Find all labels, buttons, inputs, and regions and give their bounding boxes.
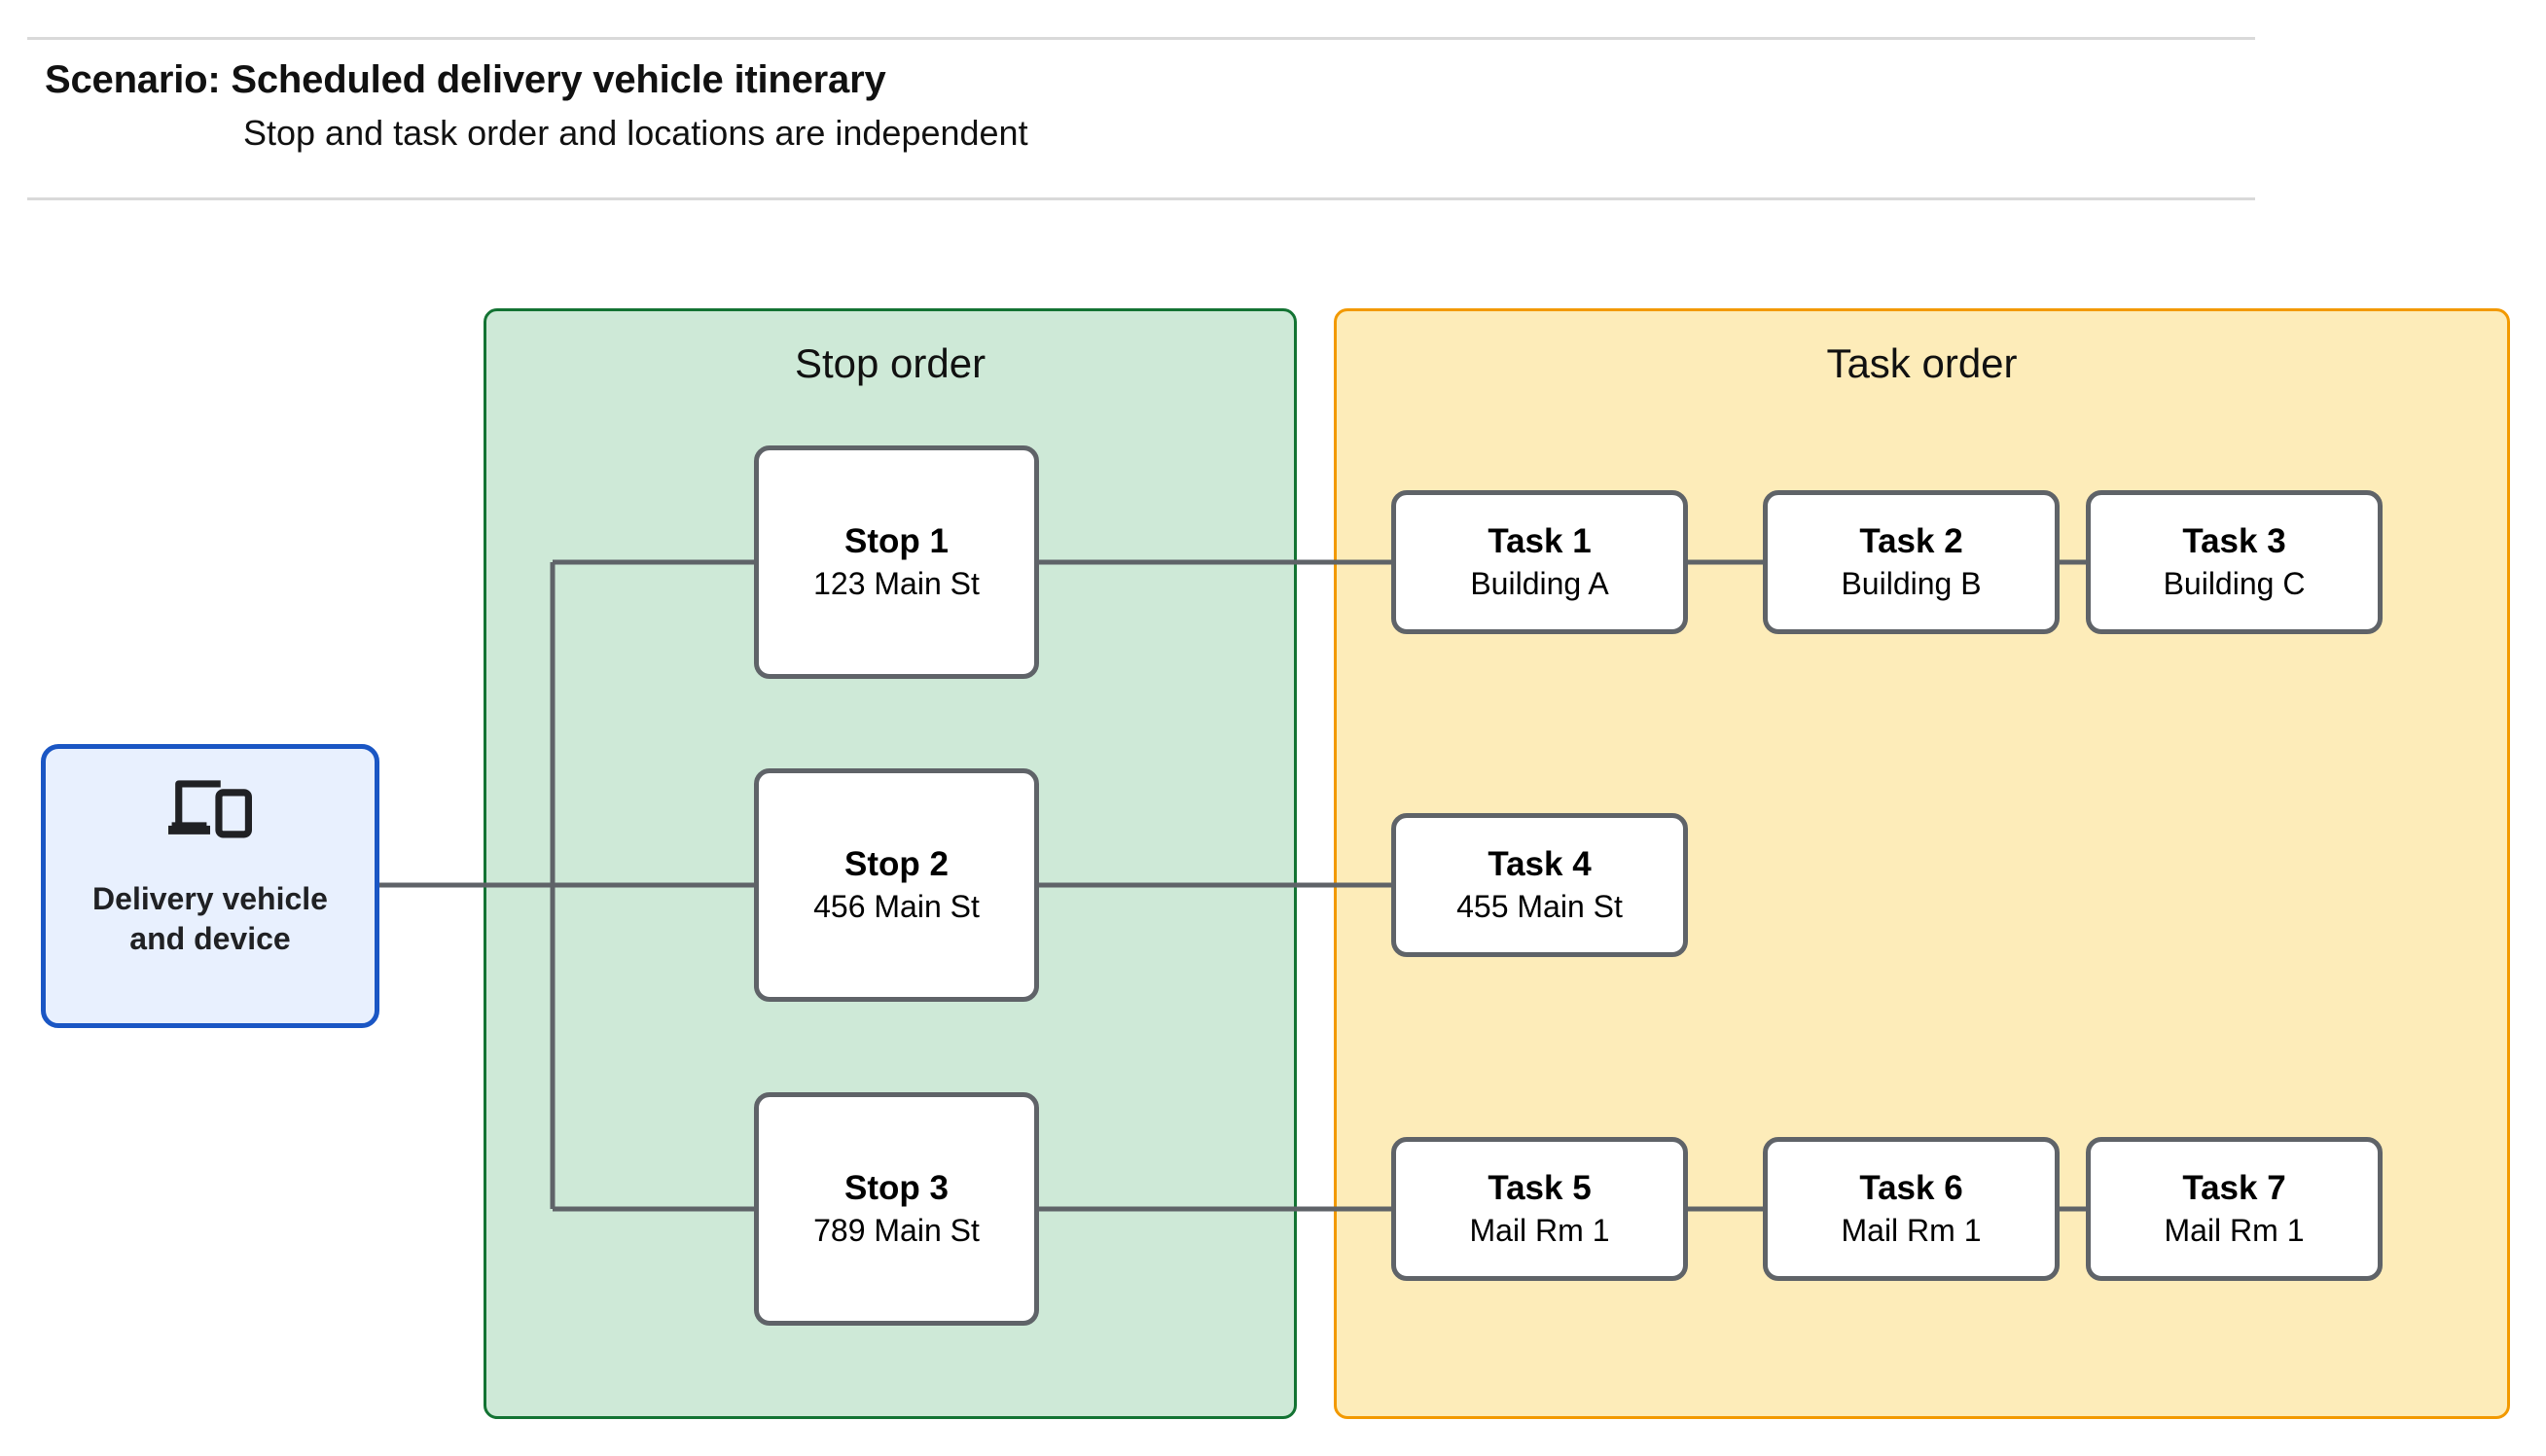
task-node-5[interactable]: Task 5 Mail Rm 1 xyxy=(1391,1137,1688,1281)
page-title: Scenario: Scheduled delivery vehicle iti… xyxy=(45,58,886,101)
stop-node-1-address: 123 Main St xyxy=(813,565,980,601)
stop-node-1-title: Stop 1 xyxy=(844,522,949,561)
stop-node-2-address: 456 Main St xyxy=(813,888,980,924)
devices-icon xyxy=(168,780,252,838)
delivery-vehicle-and-device-node[interactable]: Delivery vehicle and device xyxy=(41,744,379,1028)
stop-node-3-address: 789 Main St xyxy=(813,1212,980,1248)
task-node-7-location: Mail Rm 1 xyxy=(2164,1212,2305,1248)
task-node-7[interactable]: Task 7 Mail Rm 1 xyxy=(2086,1137,2383,1281)
stop-order-group-title: Stop order xyxy=(794,340,986,386)
header-divider-bottom xyxy=(27,197,2255,200)
task-node-7-title: Task 7 xyxy=(2182,1169,2286,1208)
task-node-4-title: Task 4 xyxy=(1488,845,1592,884)
task-node-6-title: Task 6 xyxy=(1859,1169,1963,1208)
task-node-6[interactable]: Task 6 Mail Rm 1 xyxy=(1763,1137,2060,1281)
task-node-2-title: Task 2 xyxy=(1859,522,1963,561)
stop-node-3[interactable]: Stop 3 789 Main St xyxy=(754,1092,1039,1326)
task-node-5-location: Mail Rm 1 xyxy=(1469,1212,1610,1248)
task-node-2[interactable]: Task 2 Building B xyxy=(1763,490,2060,634)
task-node-3[interactable]: Task 3 Building C xyxy=(2086,490,2383,634)
task-node-4[interactable]: Task 4 455 Main St xyxy=(1391,813,1688,957)
task-node-3-title: Task 3 xyxy=(2182,522,2286,561)
task-node-2-location: Building B xyxy=(1841,565,1982,601)
task-node-1-title: Task 1 xyxy=(1488,522,1592,561)
task-node-4-location: 455 Main St xyxy=(1456,888,1623,924)
stop-node-2-title: Stop 2 xyxy=(844,845,949,884)
task-order-group-title: Task order xyxy=(1826,340,2018,386)
task-node-5-title: Task 5 xyxy=(1488,1169,1592,1208)
task-node-1[interactable]: Task 1 Building A xyxy=(1391,490,1688,634)
header-divider-top xyxy=(27,37,2255,40)
stop-node-1[interactable]: Stop 1 123 Main St xyxy=(754,445,1039,679)
task-node-6-location: Mail Rm 1 xyxy=(1841,1212,1982,1248)
stop-node-2[interactable]: Stop 2 456 Main St xyxy=(754,768,1039,1002)
task-node-3-location: Building C xyxy=(2163,565,2306,601)
page-subtitle: Stop and task order and locations are in… xyxy=(243,113,1028,153)
task-node-1-location: Building A xyxy=(1470,565,1609,601)
delivery-vehicle-and-device-label: Delivery vehicle and device xyxy=(92,881,328,956)
stop-node-3-title: Stop 3 xyxy=(844,1169,949,1208)
